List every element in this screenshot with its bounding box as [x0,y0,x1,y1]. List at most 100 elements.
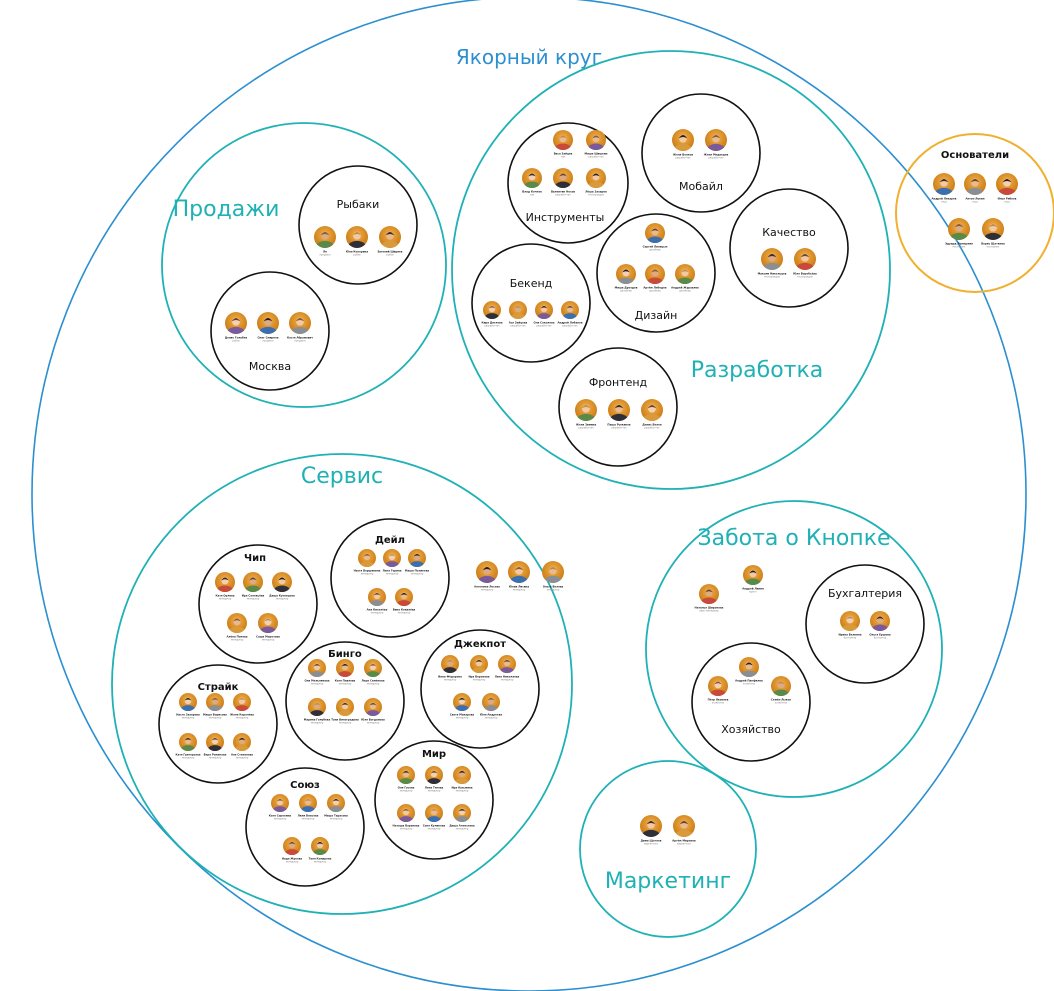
member-role: разработчик [675,157,691,160]
member-role: менеджер [367,722,380,725]
person-photo [554,135,572,150]
development-circle [451,50,891,490]
member-role: менеджер [501,679,514,682]
tools-team-label: Инструменты [526,211,605,224]
person-photo [426,770,442,784]
member-role: маркетолог [644,843,659,846]
member-name: Лиля Власова [298,814,319,818]
member-name: Катя Григорьева [175,753,200,757]
member-name: Надя Жукова [282,857,303,861]
person-photo [454,808,470,822]
quality-team-circle [729,188,849,308]
world-team-label: Мир [422,749,446,760]
member-name: Ася Зайцева [509,321,528,325]
member-role: менеджер [276,598,289,601]
member-role: бухгалтер [874,637,887,640]
member-name: Ольга Белова [543,585,564,589]
person-photo [543,566,563,583]
member-name: Оля Мельникова [304,679,329,683]
member-role: рыбак [353,254,361,257]
member-name: Аня Степанова [231,753,253,757]
member-role: менеджер [339,683,352,686]
member-name: Таня Комарова [309,857,332,861]
member-role: разработчик [555,194,571,197]
member-name: Настя Захарова [176,713,200,717]
member-name: Евгений Ширяев [378,250,403,254]
member-role: продажи [320,254,331,257]
person-photo [740,662,758,677]
person-photo [587,135,605,150]
member-name: Ира Соловьёва [242,594,265,598]
member-name: Ира Кузьмина [451,786,472,790]
member-name: Света Макарова [450,713,475,717]
person-photo [483,697,499,711]
member-name: Алёна Попова [226,635,247,639]
person-photo [454,697,470,711]
person-photo [509,566,529,583]
person-photo [234,697,250,711]
member-name: Олег Смирнов [257,336,278,340]
member-role: менеджер [400,790,413,793]
person-photo [484,305,500,319]
member-role: разработчик [536,325,552,328]
member-name: Миша Дроздов [615,286,638,290]
backend-team-label: Бекенд [510,277,553,290]
frontend-team-circle [558,347,678,467]
member-role: менеджер [386,573,399,576]
member-name: Катя Павлова [335,679,356,683]
member-role: тестировщик [764,276,781,279]
person-photo [337,702,353,716]
person-photo [949,223,969,240]
person-photo [562,305,578,319]
member-role: менеджер [219,598,232,601]
member-role: хозяйство [743,683,756,686]
person-photo [398,808,414,822]
member-role: отцы [941,201,947,204]
member-name: Маша Борисова [203,713,227,717]
care-circle [645,500,943,798]
person-photo [315,231,335,248]
world-team-circle [374,740,494,860]
person-photo [983,223,1003,240]
member-role: тестировщик [588,194,605,197]
member-role: менеджер [182,757,195,760]
member-name: Борис Щетинов [981,242,1005,246]
person-photo [347,231,367,248]
person-photo [226,317,246,334]
member-role: юрист [749,591,757,594]
member-name: Дима Щеглов [641,839,662,843]
member-role: менеджер [398,612,411,615]
person-photo [454,770,470,784]
